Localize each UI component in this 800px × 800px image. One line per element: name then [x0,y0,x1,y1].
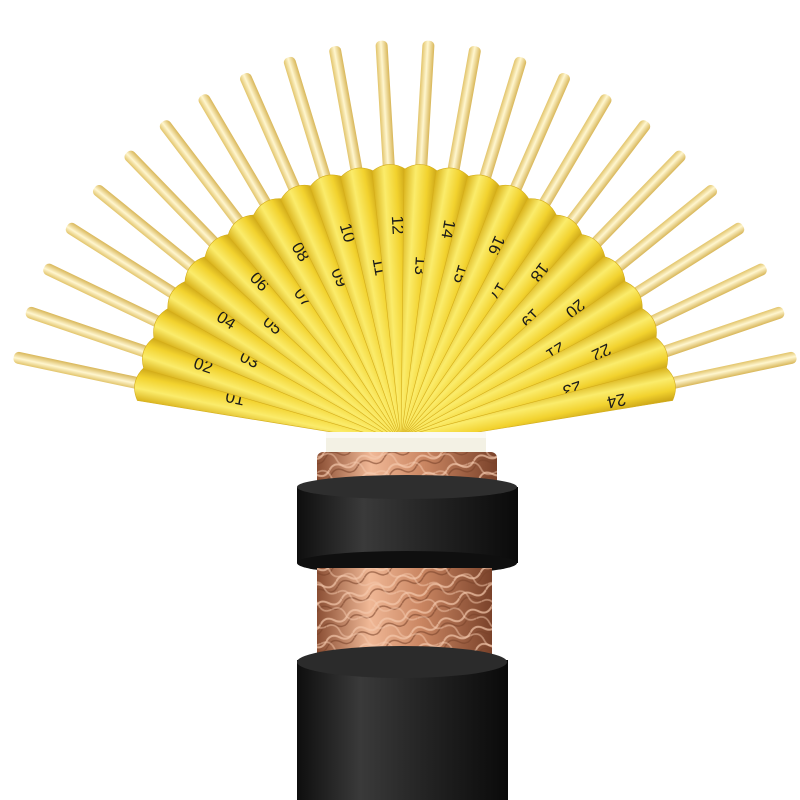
insulation [403,366,676,445]
conductor [124,150,227,256]
conductor [375,40,396,181]
conductor [65,222,187,305]
conductor [659,351,797,391]
conductor [159,120,251,235]
conductor [283,56,334,192]
conductor [604,184,718,279]
conductor [25,306,160,361]
core-20: 20 [402,184,718,444]
conductor [198,94,277,218]
conductor [445,46,481,185]
conductor [559,120,651,235]
core-number-label: 24 [605,389,627,412]
inner-sheath [297,475,518,575]
conductor [414,40,435,181]
core-05: 05 [92,184,408,444]
conductor [43,263,172,332]
conductor [638,263,767,332]
conductor [650,306,785,361]
conductor [623,222,745,305]
conductor [92,184,206,279]
conductor [583,150,686,256]
core-12: 12 [371,40,410,441]
core-06: 06 [124,150,409,444]
conductor [329,46,365,185]
core-number-label: 12 [388,215,408,235]
conductor [13,351,151,391]
core-19: 19 [401,150,686,444]
conductor [505,73,570,203]
conductor [533,94,612,218]
outer-jacket [297,646,508,800]
conductor [240,73,305,203]
conductor [476,56,527,192]
core-24: 24 [403,351,797,445]
